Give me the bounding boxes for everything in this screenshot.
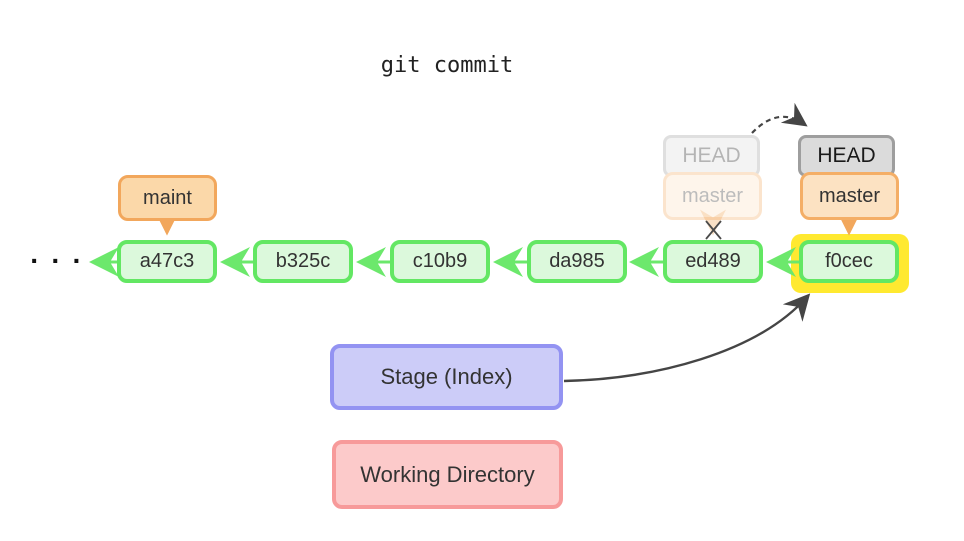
head-label: HEAD xyxy=(798,135,895,177)
stage-index-box: Stage (Index) xyxy=(330,344,563,410)
commit-node-c10b9: c10b9 xyxy=(390,240,490,283)
diagram-title: git commit xyxy=(380,53,514,78)
head-move-arrow xyxy=(751,102,808,134)
commit-node-f0cec: f0cec xyxy=(799,240,899,283)
working-directory-box: Working Directory xyxy=(332,440,563,509)
cross-icon xyxy=(705,220,722,240)
branch-label-master: master xyxy=(800,172,899,220)
branch-label-maint: maint xyxy=(118,175,217,221)
commit-node-b325c: b325c xyxy=(253,240,353,283)
history-ellipsis: · · · xyxy=(30,245,84,276)
commit-node-da985: da985 xyxy=(527,240,627,283)
commit-node-a47c3: a47c3 xyxy=(117,240,217,283)
commit-node-ed489: ed489 xyxy=(663,240,763,283)
stage-to-commit-arrow xyxy=(563,293,811,383)
